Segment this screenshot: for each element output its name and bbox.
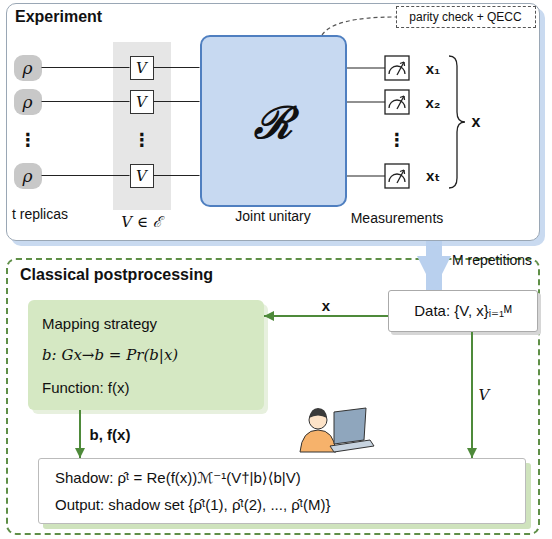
gate-symbol: V [136, 59, 147, 77]
unitary-gate: V [130, 56, 154, 80]
edge-label: V [479, 386, 490, 404]
mapping-formula: b: Gx→b = Pr(b|x) [42, 346, 178, 364]
box-caption: Joint unitary [192, 208, 355, 224]
postprocessing-panel: Classical postprocessingData: {V, x}ᵢ₌₁ᴹ… [6, 258, 540, 535]
unitary-gate: V [130, 90, 154, 114]
gate-symbol: V [136, 167, 147, 185]
edge-label: x [322, 297, 330, 314]
shadow-box: Shadow: ρ̂ᵗ = Re(f(x))ℳ⁻¹(V†|b⟩⟨b|V) Outp… [38, 458, 526, 524]
flow-arrow [426, 241, 442, 290]
outcome-label: xₜ [426, 167, 440, 185]
mapping-box: Mapping strategy b: Gx→b = Pr(b|x) Functio… [28, 300, 264, 410]
state-symbol: ρ [23, 92, 33, 112]
panel-title: Experiment [15, 8, 102, 26]
unitary-gate: V [130, 164, 154, 188]
output-text: Output: shadow set {ρ̂ᵗ(1), ρ̂ᵗ(2), ...,… [55, 496, 331, 513]
shadow-formula: Shadow: ρ̂ᵗ = Re(f(x))ℳ⁻¹(V†|b⟩⟨b|V) [55, 469, 301, 487]
person-laptop-icon [300, 408, 374, 452]
outcome-vector: x [472, 113, 481, 131]
flow-arrow [79, 410, 81, 458]
ellipsis: ⋮ [133, 129, 151, 151]
edge-label: M repetitions [452, 252, 532, 268]
section-label: Measurements [351, 210, 444, 226]
ellipsis: ⋮ [388, 129, 406, 151]
function-text: Function: f(x) [42, 379, 130, 396]
edge-label: b, f(x) [90, 426, 131, 443]
data-box: Data: {V, x}ᵢ₌₁ᴹ [388, 290, 538, 332]
flow-arrow [264, 315, 388, 317]
state-replica: ρ [14, 89, 42, 115]
ellipsis: ⋮ [19, 129, 37, 151]
box-heading: Mapping strategy [42, 315, 157, 332]
state-replica: ρ [14, 163, 42, 189]
state-replica: ρ [14, 55, 42, 81]
unitary-ensemble-band: V ∈ ℰVVV [113, 42, 171, 210]
flow-arrow [471, 332, 473, 458]
ensemble-label: V ∈ ℰ [98, 211, 186, 231]
unitary-symbol: ℛ [254, 91, 292, 151]
state-symbol: ρ [23, 166, 33, 186]
annotation-box: parity check + QECC [396, 6, 536, 28]
experiment-panel: Experimentparity check + QECCρρρV ∈ ℰVVV… [6, 3, 540, 241]
gate-symbol: V [136, 93, 147, 111]
outcome-label: x₁ [426, 60, 441, 77]
outcome-label: x₂ [425, 94, 440, 111]
joint-unitary-box: ℛJoint unitary [200, 35, 347, 207]
data-text: Data: {V, x}ᵢ₌₁ᴹ [414, 302, 512, 320]
replica-label: t replicas [12, 206, 68, 222]
panel-title: Classical postprocessing [20, 266, 213, 284]
annotation-text: parity check + QECC [409, 10, 521, 24]
state-symbol: ρ [23, 58, 33, 78]
